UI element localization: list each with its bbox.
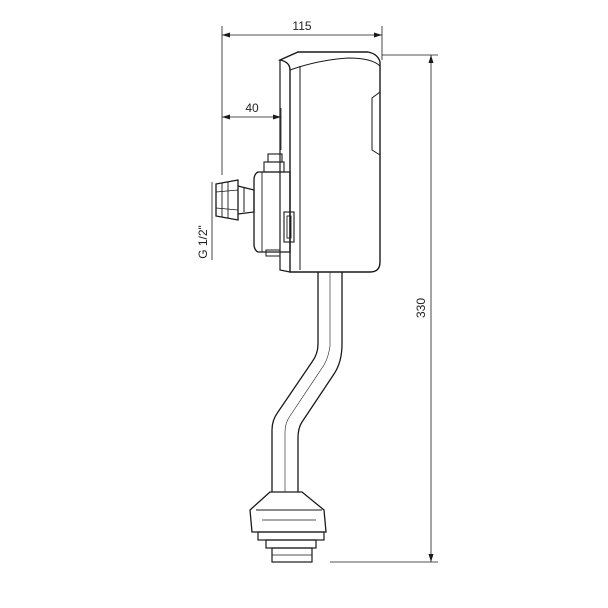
thread-size-label: G 1/2": [196, 225, 210, 259]
flush-pipe: [271, 272, 343, 492]
thread-label: G 1/2": [196, 182, 213, 260]
dimension-height: 330: [330, 54, 438, 563]
sensor-housing: [277, 51, 381, 273]
dimension-inlet-offset-label: 40: [245, 101, 259, 115]
dimension-height-label: 330: [414, 298, 428, 318]
dimension-inlet-offset: 40: [222, 101, 282, 150]
dimension-width-label: 115: [292, 19, 311, 33]
bottom-fitting: [249, 491, 327, 563]
dimension-width: 115: [221, 19, 383, 175]
valve-body: [215, 153, 295, 257]
